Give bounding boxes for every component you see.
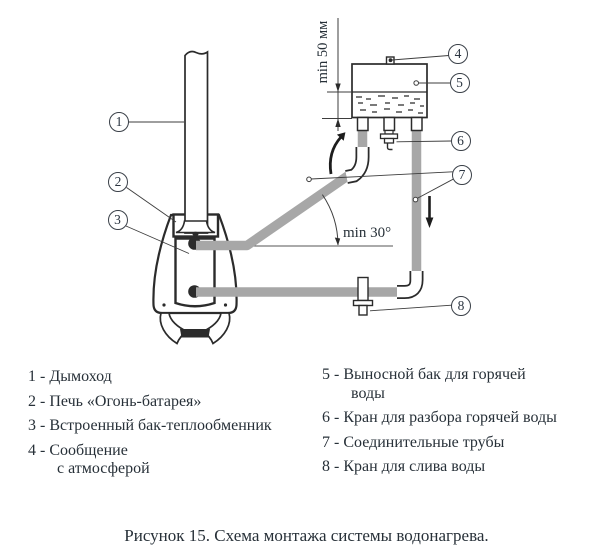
legend-item-1: 1 - Дымоход	[28, 368, 328, 387]
angle-arrowhead	[334, 237, 341, 246]
water-hatching	[356, 95, 424, 114]
leader-3	[125, 225, 190, 254]
legend-item-4-text: 4 - Сообщение	[28, 441, 128, 459]
tank-stub-middle	[383, 116, 396, 132]
legend-item-8-text: 8 - Кран для слива воды	[322, 458, 486, 476]
tank-stub-left	[356, 116, 369, 132]
callout-3: 3	[107, 210, 128, 230]
stove-mark-left	[162, 303, 166, 307]
leader-lines	[125, 55, 455, 312]
external-hot-water-tank	[351, 56, 428, 119]
legend-item-4-wrap: с атмосферой	[57, 460, 150, 478]
legend-item-5: 5 - Выносной бак для горячей воды	[322, 366, 612, 403]
hot-supply-pipe	[196, 171, 352, 251]
leader-4	[391, 55, 449, 61]
legend-item-3: 3 - Встроенный бак-теплообменник	[28, 417, 328, 436]
leader-2	[126, 187, 177, 223]
legend-item-7-text: 7 - Соединительные трубы	[322, 433, 505, 451]
legend-item-8: 8 - Кран для слива воды	[322, 458, 612, 477]
legend-item-1-text: 1 - Дымоход	[28, 368, 112, 385]
legend-item-7: 7 - Соединительные трубы	[322, 434, 612, 453]
callout-6: 6	[450, 131, 471, 151]
callout-5: 5	[449, 73, 470, 93]
tank-stub-right	[410, 116, 423, 132]
chimney-flare	[175, 220, 216, 234]
legend-item-3-text: 3 - Встроенный бак-теплообменник	[28, 417, 272, 435]
callout-2: 2	[108, 172, 128, 192]
leader-7a	[310, 171, 453, 180]
leader-7b	[416, 178, 455, 199]
flow-arrows	[328, 132, 434, 228]
tank-stubs	[356, 116, 423, 132]
callout-1: 1	[109, 112, 129, 132]
flow-arrow-down-head	[425, 217, 434, 228]
water-heating-schematic	[125, 18, 455, 345]
legend-item-4: 4 - Сообщение с атмосферой	[28, 442, 328, 479]
leader-7a-marker	[306, 176, 312, 183]
hot-water-tap	[379, 129, 399, 151]
dimension-min-50mm	[322, 18, 352, 131]
min-30deg-label: min 30°	[343, 225, 392, 241]
figure-caption: Рисунок 15. Схема монтажа системы водона…	[124, 526, 489, 545]
flow-arrow-up	[328, 136, 343, 175]
legend-item-6: 6 - Кран для разбора горячей воды	[322, 409, 612, 428]
stove-mark-right	[223, 303, 228, 307]
legend-item-6-text: 6 - Кран для разбора горячей воды	[322, 409, 557, 427]
callout-7: 7	[452, 164, 472, 185]
min-50mm-label: min 50 мм	[315, 20, 331, 84]
pipe-elbows	[345, 147, 424, 299]
legend-left-column: 1 - Дымоход 2 - Печь «Огонь-батарея» 3 -…	[28, 368, 328, 485]
elbow-bottom-fill	[397, 271, 422, 298]
legend-right-column: 5 - Выносной бак для горячей воды 6 - Кр…	[322, 366, 612, 483]
chimney-damper-knob	[192, 231, 199, 237]
legend-item-2: 2 - Печь «Огонь-батарея»	[28, 393, 328, 412]
leader-6	[396, 140, 452, 143]
stove-leg-left	[159, 312, 189, 345]
leader-8	[369, 304, 452, 312]
drain-tap	[352, 276, 374, 316]
dim-arrow-down	[335, 83, 341, 92]
legend-item-5-text: 5 - Выносной бак для горячей	[322, 366, 526, 383]
chimney-tube	[184, 50, 209, 234]
dim-arrow-up	[335, 118, 341, 127]
leader-7b-marker	[412, 196, 419, 203]
elbow-top-fill	[345, 147, 368, 183]
legend-item-2-text: 2 - Печь «Огонь-батарея»	[28, 392, 202, 410]
chimney	[175, 50, 216, 237]
stove-base-bar	[180, 329, 210, 338]
legend-item-5-wrap: воды	[351, 384, 385, 402]
callout-8: 8	[451, 296, 471, 316]
leader-4-dot	[388, 58, 393, 63]
callout-4: 4	[448, 44, 468, 64]
flow-arrow-up-head	[336, 132, 346, 141]
angle-annotation	[321, 194, 341, 246]
stove-leg-right	[201, 312, 231, 345]
leader-5-marker	[413, 80, 420, 86]
